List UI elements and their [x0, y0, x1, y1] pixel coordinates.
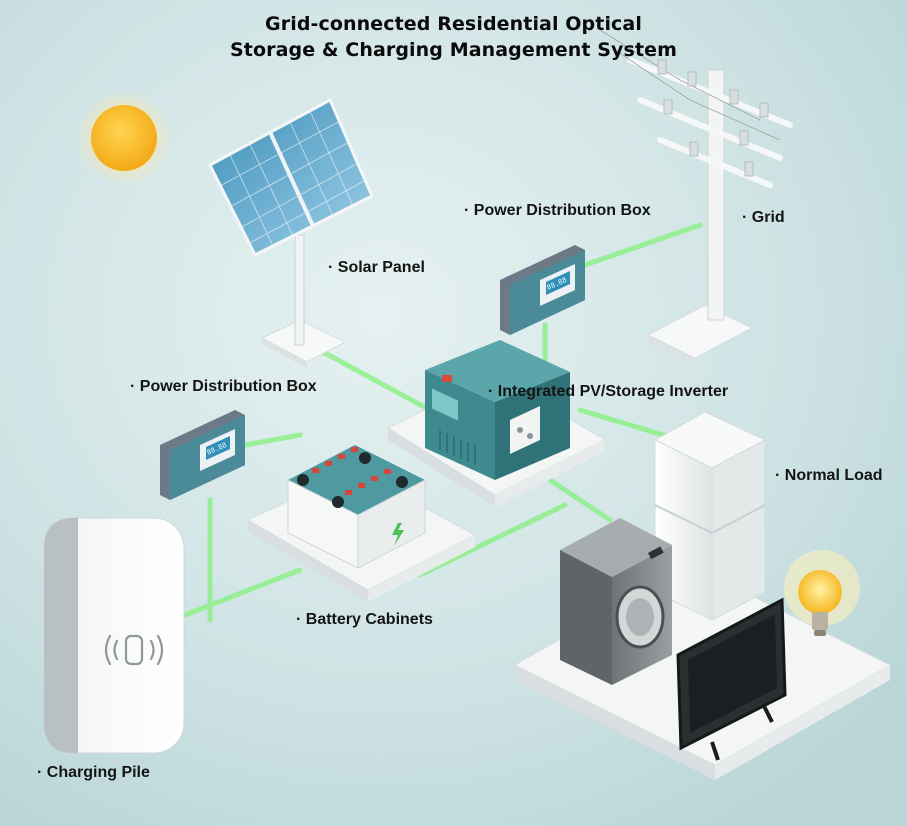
line-powerbox-to-battery — [242, 432, 303, 448]
sun-icon — [91, 105, 157, 171]
charging-pile-illustration — [43, 517, 185, 754]
label-normal-load: · Normal Load — [775, 467, 883, 484]
solar-panel-illustration — [208, 97, 374, 368]
tv-illustration — [676, 597, 787, 761]
label-grid: · Grid — [742, 209, 785, 226]
line-grid-to-powerbox — [582, 222, 703, 268]
label-power-distribution-box-top: · Power Distribution Box — [464, 202, 651, 219]
connection-lines — [182, 222, 703, 623]
line-inverter-to-load-2 — [547, 477, 613, 523]
power-distribution-box-left: 88.88 — [160, 410, 245, 500]
line-solar-to-inverter — [307, 342, 433, 413]
grid-pole-illustration — [599, 29, 793, 366]
label-charging-pile: · Charging Pile — [37, 764, 150, 781]
label-power-distribution-box-left: · Power Distribution Box — [130, 378, 317, 395]
power-distribution-box-top: 88.88 — [500, 245, 585, 335]
line-battery-to-load — [417, 502, 568, 578]
label-integrated-inverter: · Integrated PV/Storage Inverter — [488, 383, 729, 400]
light-bulb-icon — [784, 550, 860, 636]
diagram-title-line-2: Storage & Charging Management System — [229, 39, 678, 61]
inverter-illustration — [386, 340, 607, 507]
line-pile-to-battery — [182, 567, 303, 618]
washing-machine-illustration — [560, 518, 672, 685]
label-solar-panel: · Solar Panel — [328, 259, 425, 276]
battery-cabinets-illustration — [246, 445, 477, 602]
diagram-title-line-1: Grid-connected Residential Optical — [265, 13, 642, 35]
label-battery-cabinets: · Battery Cabinets — [296, 611, 433, 628]
